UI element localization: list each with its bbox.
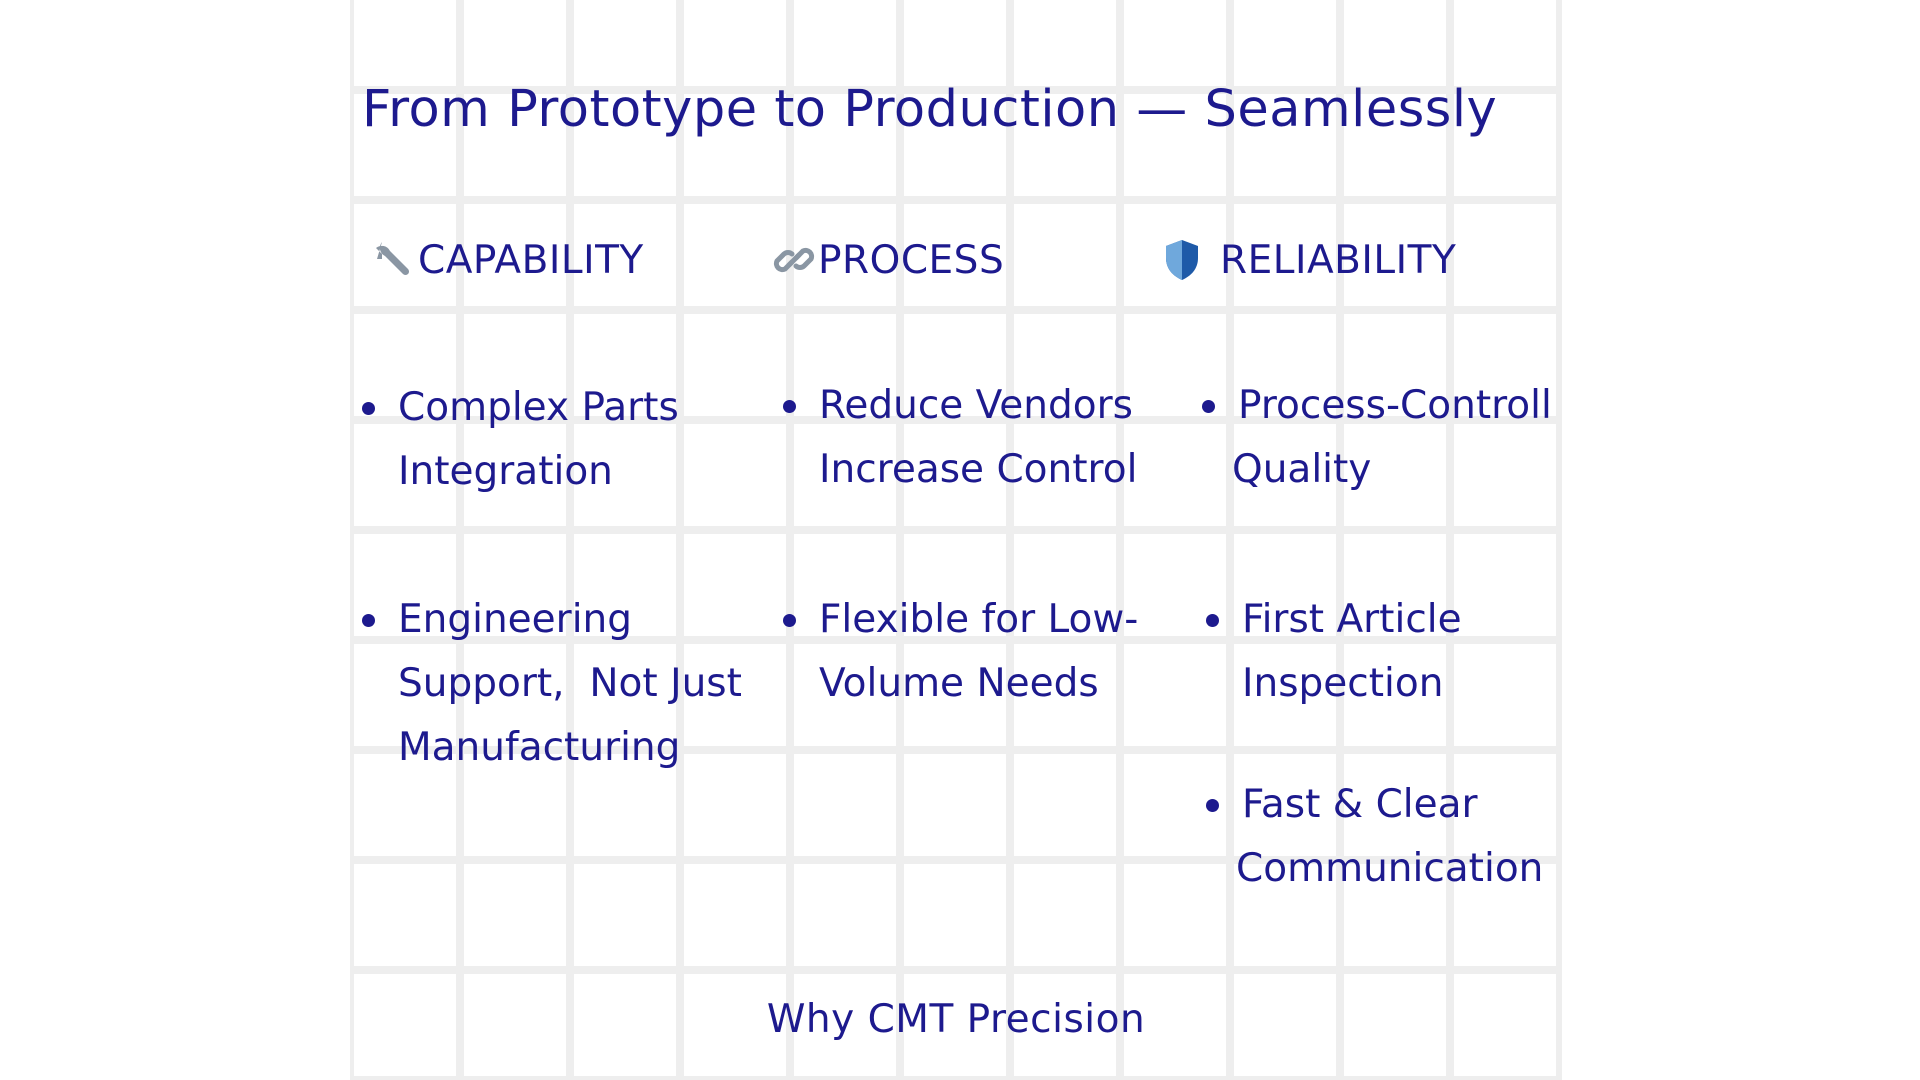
bullet-dot (362, 402, 375, 415)
column-heading-label: RELIABILITY (1220, 237, 1457, 283)
column-heading-label: CAPABILITY (418, 237, 644, 283)
bullet-dot (783, 400, 796, 413)
column-heading-label: PROCESS (818, 237, 1005, 283)
list-item: Engineering Support, Not Just Manufactur… (362, 588, 742, 780)
bullet-dot (1202, 400, 1215, 413)
list-item: Process-Controll Quality (1202, 374, 1552, 502)
list-item: Complex Parts Integration (362, 376, 679, 504)
bullet-dot (1206, 614, 1219, 627)
bullet-dot (1206, 799, 1219, 812)
link-icon (772, 238, 816, 282)
column-heading-reliability: RELIABILITY (1160, 236, 1456, 284)
bullet-dot (362, 614, 375, 627)
column-heading-process: PROCESS (772, 236, 1004, 284)
list-item: First Article Inspection (1206, 588, 1462, 716)
column-heading-capability: CAPABILITY (372, 236, 644, 284)
grid-background (350, 0, 1562, 1080)
list-item: Fast & Clear Communication (1206, 773, 1543, 901)
page-title: From Prototype to Production — Seamlessl… (362, 80, 1498, 139)
wrench-icon (372, 238, 416, 282)
bullet-dot (783, 614, 796, 627)
list-item: Reduce Vendors Increase Control (783, 374, 1137, 502)
footer-caption: Why CMT Precision (766, 997, 1146, 1042)
list-item: Flexible for Low- Volume Needs (783, 588, 1138, 716)
shield-icon (1160, 238, 1204, 282)
